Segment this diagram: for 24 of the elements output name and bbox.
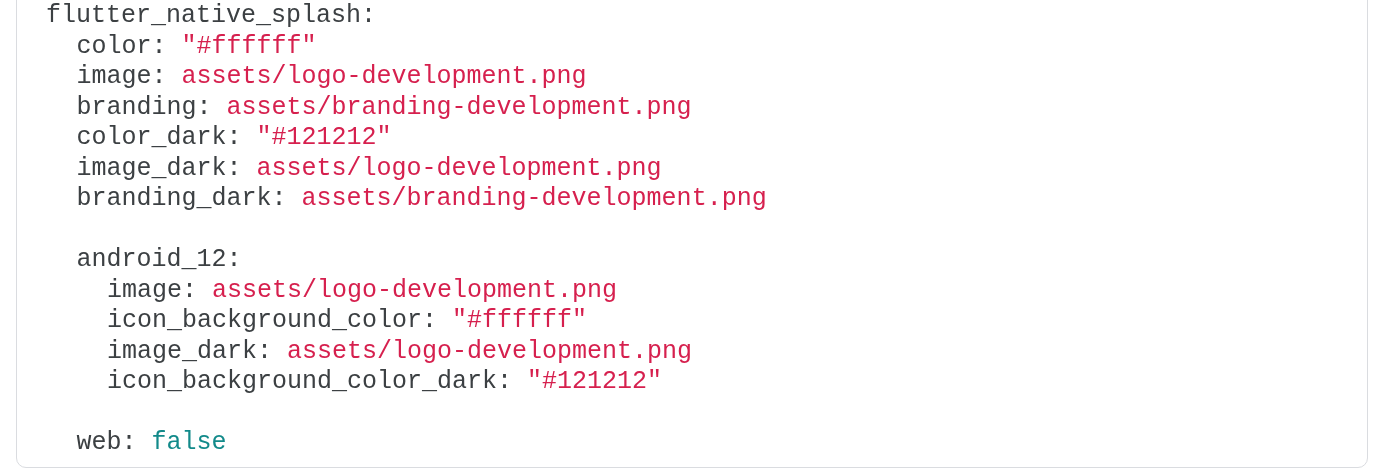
code-string: assets/branding-development.png [301, 184, 767, 213]
code-key: color: [76, 31, 167, 61]
code-string: "#121212" [256, 123, 392, 152]
code-key: color_dark: [76, 123, 242, 152]
code-key: android_12: [76, 245, 242, 274]
code-key: image: [76, 62, 167, 91]
code-value: false [151, 428, 227, 457]
code-string: "#ffffff" [452, 306, 588, 335]
code-string: "#ffffff" [181, 31, 317, 61]
code-key: branding_dark: [76, 184, 287, 213]
code-key: branding: [76, 92, 212, 122]
code-key: image: [107, 275, 197, 305]
code-key: image_dark: [76, 153, 242, 183]
code-string: assets/logo-development.png [287, 336, 693, 366]
code-key: icon_background_color_dark: [107, 367, 513, 396]
code-key: image_dark: [107, 336, 273, 366]
code-key: flutter_native_splash: [46, 1, 377, 30]
code-key: web: [76, 428, 137, 457]
code-string: assets/logo-development.png [256, 153, 662, 183]
code-string: "#121212" [527, 367, 663, 396]
code-string: assets/logo-development.png [212, 275, 618, 305]
code-key: icon_background_color: [107, 306, 438, 335]
code-string: assets/logo-development.png [181, 62, 587, 91]
code-string: assets/branding-development.png [226, 92, 692, 122]
